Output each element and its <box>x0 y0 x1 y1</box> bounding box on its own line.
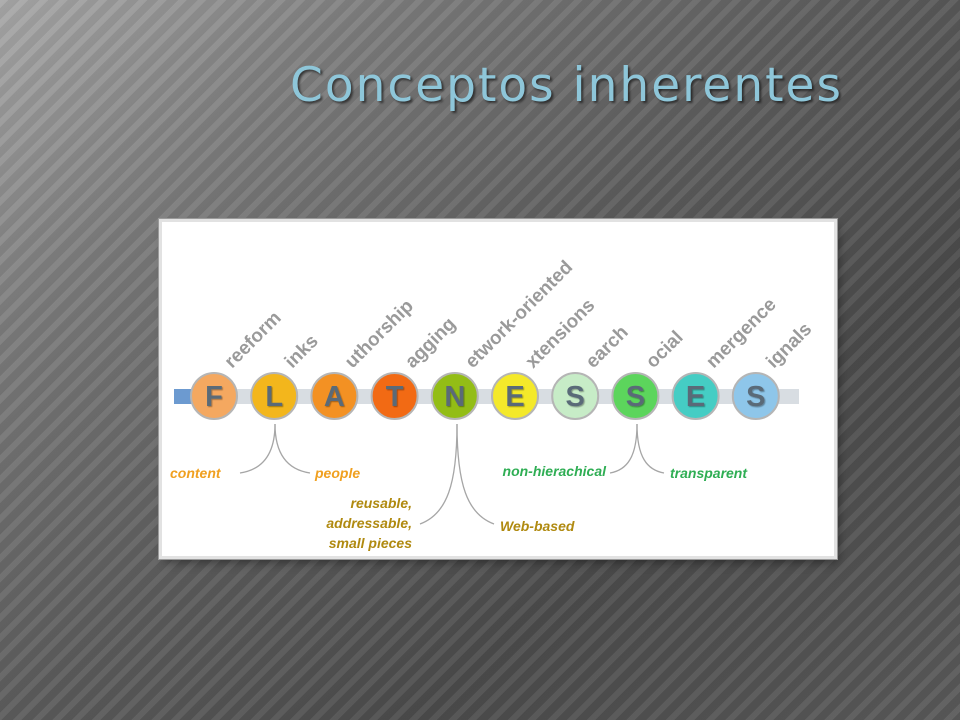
letter-circle-7: S <box>611 372 660 420</box>
annotation-small-pieces: small pieces <box>329 535 412 551</box>
letter-circle-fill <box>190 372 238 420</box>
letter-glyph: E <box>505 381 524 413</box>
letter-glyph: L <box>265 381 283 413</box>
letter-glyph: T <box>386 381 404 413</box>
letter-glyph: A <box>324 381 345 413</box>
letter-word-4: etwork-oriented <box>461 257 577 373</box>
letter-circle-2: A <box>310 372 359 420</box>
letter-word-7: ocial <box>642 327 687 372</box>
letter-circle-6: S <box>551 372 600 420</box>
letter-circle-0: F <box>190 372 238 420</box>
annotation-content: content <box>170 465 222 481</box>
annotation-addressable: addressable, <box>326 515 412 531</box>
letter-circle-fill <box>491 372 539 420</box>
annotation-reusable: reusable, <box>351 495 412 511</box>
letter-circle-fill <box>430 372 479 420</box>
letter-circle-fill <box>611 372 660 420</box>
letter-circle-5: E <box>491 372 539 420</box>
letter-circle-fill <box>310 372 359 420</box>
letter-circle-8: E <box>671 372 720 420</box>
letter-circle-fill <box>731 372 780 420</box>
letter-word-0: reeform <box>221 308 286 373</box>
letter-glyph: S <box>746 381 765 413</box>
timeline-bar-start <box>174 389 192 404</box>
letter-circle-3: T <box>370 372 419 420</box>
slide-title: Conceptos inherentes <box>290 58 843 113</box>
letter-glyph: S <box>566 381 585 413</box>
letter-word-9: ignals <box>762 319 816 373</box>
letter-glyph: E <box>686 381 705 413</box>
annotation-transparent: transparent <box>670 465 748 481</box>
letter-glyph: S <box>626 381 645 413</box>
letter-word-6: earch <box>582 322 633 373</box>
letter-circle-4: N <box>430 372 479 420</box>
bracket-web-based <box>456 423 495 525</box>
annotation-web-based: Web-based <box>500 518 575 534</box>
letter-glyph: F <box>205 381 223 413</box>
letter-circle-fill <box>551 372 600 420</box>
letter-circle-fill <box>671 372 720 420</box>
bracket-reusable <box>419 423 458 525</box>
letter-circle-fill <box>250 372 299 420</box>
bracket-lines <box>239 423 665 525</box>
letter-circle-9: S <box>731 372 780 420</box>
bracket-people <box>274 423 311 474</box>
letter-circle-1: L <box>250 372 299 420</box>
letter-circle-fill <box>370 372 419 420</box>
letter-glyph: N <box>444 381 465 413</box>
annotation-people: people <box>314 465 360 481</box>
bracket-non-hierarchical <box>609 423 638 474</box>
bracket-content <box>239 423 276 474</box>
annotation-non-hierarchical: non-hierachical <box>503 463 608 479</box>
bracket-transparent <box>636 423 665 474</box>
letter-word-3: agging <box>401 314 460 373</box>
letter-word-1: inks <box>281 331 323 373</box>
